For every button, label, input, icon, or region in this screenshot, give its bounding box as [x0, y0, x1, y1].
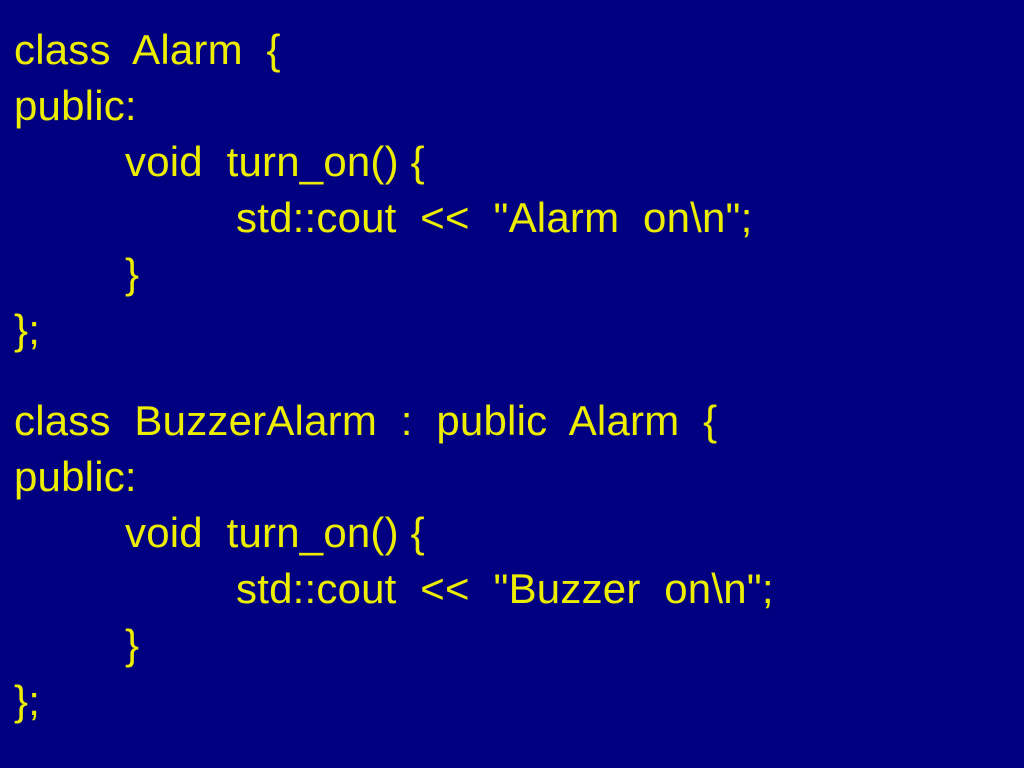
code-line: } — [125, 250, 140, 297]
code-line: class Alarm { — [14, 26, 281, 73]
code-block-base-class: class Alarm { public: void turn_on() { s… — [14, 22, 1024, 358]
code-line: class BuzzerAlarm : public Alarm { — [14, 397, 718, 444]
code-line: } — [125, 621, 140, 668]
code-line: public: — [14, 453, 137, 500]
code-block-derived-class: class BuzzerAlarm : public Alarm { publi… — [14, 393, 1024, 729]
code-line: std::cout << "Buzzer on\n"; — [236, 565, 774, 612]
code-line: void turn_on() { — [125, 509, 425, 556]
code-line: void turn_on() { — [125, 138, 425, 185]
code-line: }; — [14, 677, 41, 724]
code-line: std::cout << "Alarm on\n"; — [236, 194, 753, 241]
code-line: public: — [14, 82, 137, 129]
code-line: }; — [14, 306, 41, 353]
